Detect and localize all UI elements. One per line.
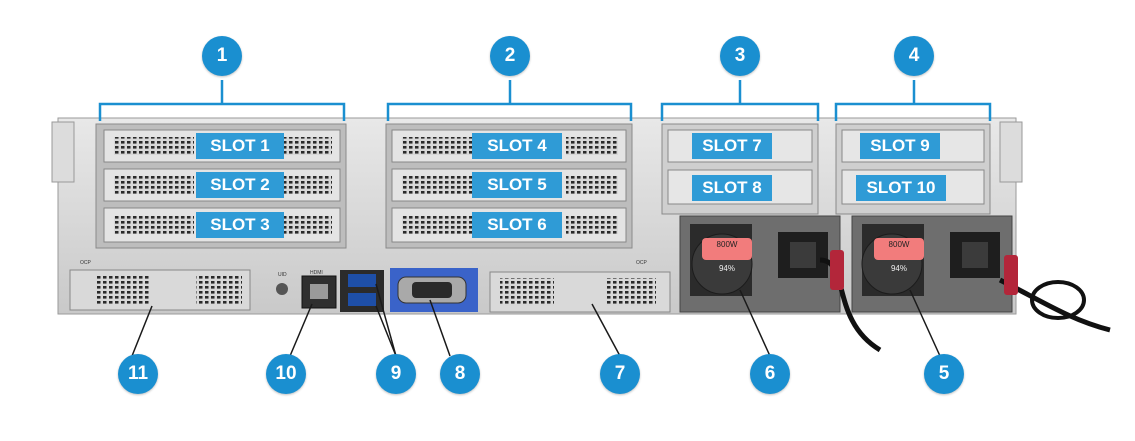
psu-bay-6 [679,215,841,313]
callout-8: 8 [440,354,480,394]
slot-9-label: SLOT 9 [860,133,940,159]
callout-brackets [98,80,992,121]
psu-5-rating: 800W [888,240,910,249]
callout-9: 9 [376,354,416,394]
callout-6: 6 [750,354,790,394]
psu-6-rating: 800W [716,240,738,249]
uid-label: UID [278,272,287,278]
callout-11: 11 [118,354,158,394]
hdmi-label: HDMI [310,270,323,276]
callout-1: 1 [202,36,242,76]
ocp-left-label: OCP [80,260,91,266]
ocp-bay-11 [69,269,251,311]
ocp-right-label: OCP [636,260,647,266]
callout-3: 3 [720,36,760,76]
slot-5-label: SLOT 5 [472,172,562,198]
psu-5-efficiency: 94% [890,264,907,273]
slot-7-label: SLOT 7 [692,133,772,159]
callout-pointers [131,283,941,357]
slot-8-label: SLOT 8 [692,175,772,201]
callout-7: 7 [600,354,640,394]
slot-2-label: SLOT 2 [196,172,284,198]
callout-4: 4 [894,36,934,76]
slot-10-label: SLOT 10 [856,175,946,201]
callout-10: 10 [266,354,306,394]
callout-5: 5 [924,354,964,394]
ocp-bay-7 [489,271,671,313]
slot-4-label: SLOT 4 [472,133,562,159]
uid-button[interactable] [276,283,288,295]
psu-6-efficiency: 94% [718,264,735,273]
slot-6-label: SLOT 6 [472,212,562,238]
callout-2: 2 [490,36,530,76]
slot-3-label: SLOT 3 [196,212,284,238]
psu-bay-5 [851,215,1013,313]
slot-1-label: SLOT 1 [196,133,284,159]
